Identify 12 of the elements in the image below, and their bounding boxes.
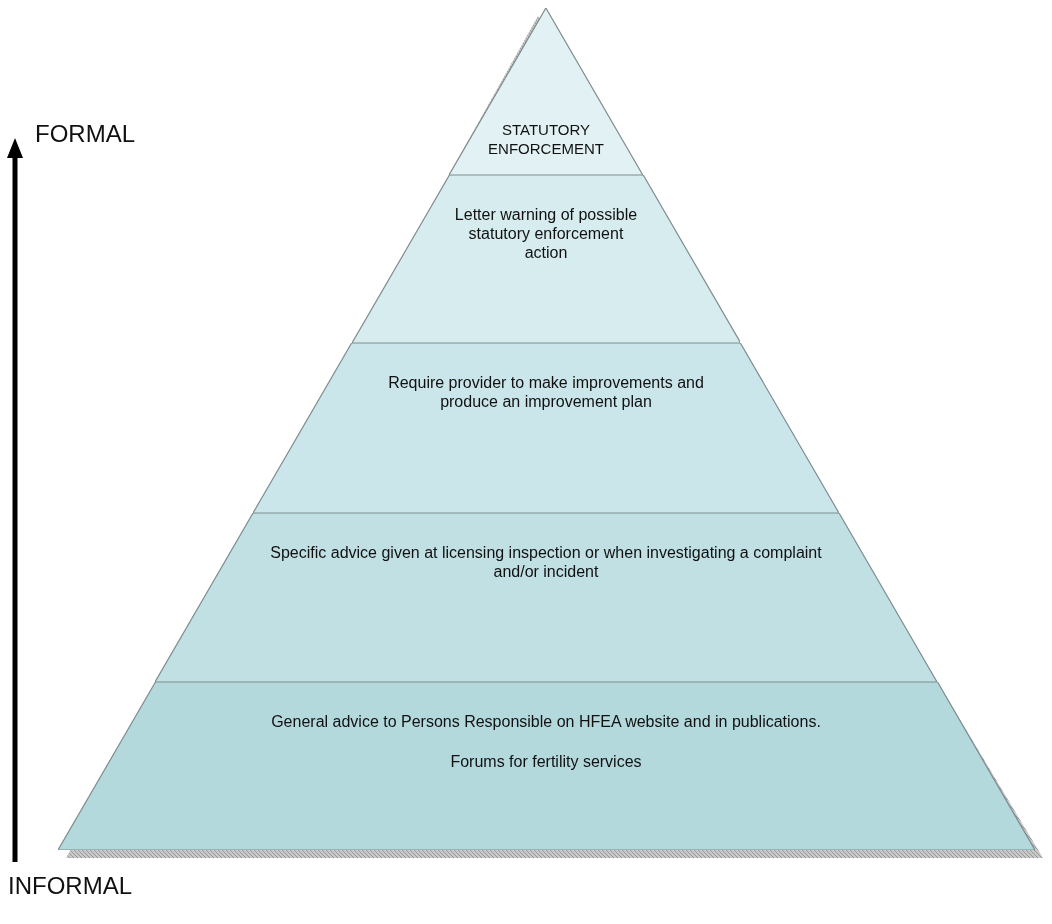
pyramid-tier (253, 343, 839, 513)
pyramid-tier (351, 175, 741, 343)
scale-top-label: FORMAL (35, 120, 135, 148)
tier-text: General advice to Persons Responsible on HFEA website and in publications. (270, 712, 822, 731)
pyramid-tier (154, 513, 937, 682)
pyramid-tier (57, 682, 1035, 850)
tier-text: STATUTORY ENFORCEMENT (487, 120, 605, 158)
tier-text: Letter warning of possible statutory enforcement action (453, 205, 639, 262)
tier-text: Specific advice given at licensing inspection or when investigating a complaint and/or incident (269, 543, 823, 581)
tier-text: Require provider to make improvements and produce an improvement plan (387, 373, 705, 411)
scale-bottom-label: INFORMAL (8, 872, 132, 900)
tier-text: Forums for fertility services (449, 752, 643, 771)
